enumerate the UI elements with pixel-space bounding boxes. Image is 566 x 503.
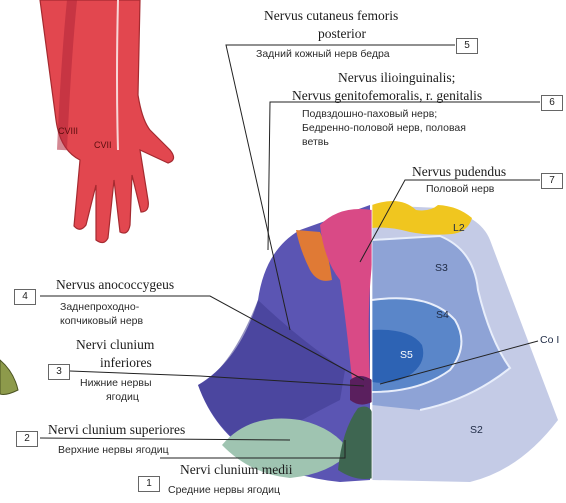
nerve-3-latin-line-2: inferiores xyxy=(100,355,152,371)
nerve-2-latin: Nervi clunium superiores xyxy=(48,422,185,438)
nerve-5-latin-line-2: posterior xyxy=(318,26,366,42)
nerve-6-number-box: 6 xyxy=(541,95,563,111)
nerve-6-russian-line-2: Бедренно-половой нерв, половая xyxy=(302,122,466,135)
side-fragment xyxy=(0,360,18,395)
dermatome-s3: S3 xyxy=(435,262,448,274)
nerve-2-russian: Верхние нервы ягодиц xyxy=(58,444,169,457)
dermatome-s2: S2 xyxy=(470,424,483,436)
dermatome-s5: S5 xyxy=(400,349,413,361)
nerve-3-russian-line-2: ягодиц xyxy=(106,391,139,404)
nerve-1-number-box: 1 xyxy=(138,476,160,492)
nerve-7-number-box: 7 xyxy=(541,173,563,189)
nerve-4-number-box: 4 xyxy=(14,289,36,305)
nerve-7-latin: Nervus pudendus xyxy=(412,164,506,180)
dermatome-l2: L2 xyxy=(453,222,465,234)
nerve-2-number-box: 2 xyxy=(16,431,38,447)
nerve-4-latin: Nervus anococcygeus xyxy=(56,277,174,293)
nerve-1-latin: Nervi clunium medii xyxy=(180,462,292,478)
nerve-4-russian-line-2: копчиковый нерв xyxy=(60,315,143,328)
nerve-5-latin-line-1: Nervus cutaneus femoris xyxy=(264,8,398,24)
nerve-6-latin-line-2: Nervus genitofemoralis, r. genitalis xyxy=(292,88,482,104)
dermatome-co1: Co I xyxy=(540,334,559,346)
nerve-1-russian: Средние нервы ягодиц xyxy=(168,484,280,497)
hand-segment-cvii: CVII xyxy=(94,140,112,150)
hand-illustration xyxy=(40,0,174,243)
nerve-3-russian-line-1: Нижние нервы xyxy=(80,377,152,390)
nerve-6-russian-line-3: ветвь xyxy=(302,136,329,149)
nerve-5-number-box: 5 xyxy=(456,38,478,54)
nerve-6-russian-line-1: Подвздошно-паховый нерв; xyxy=(302,108,437,121)
hand-segment-cviii: CVIII xyxy=(58,126,78,136)
nerve-7-russian: Половой нерв xyxy=(426,183,494,196)
dermatome-s4: S4 xyxy=(436,309,449,321)
nerve-3-latin-line-1: Nervi clunium xyxy=(76,337,154,353)
nerve-3-number-box: 3 xyxy=(48,364,70,380)
right-dermatomes xyxy=(372,201,558,482)
nerve-4-russian-line-1: Заднепроходно- xyxy=(60,301,139,314)
nerve-6-latin-line-1: Nervus ilioinguinalis; xyxy=(338,70,455,86)
nerve-5-russian: Задний кожный нерв бедра xyxy=(256,48,390,61)
